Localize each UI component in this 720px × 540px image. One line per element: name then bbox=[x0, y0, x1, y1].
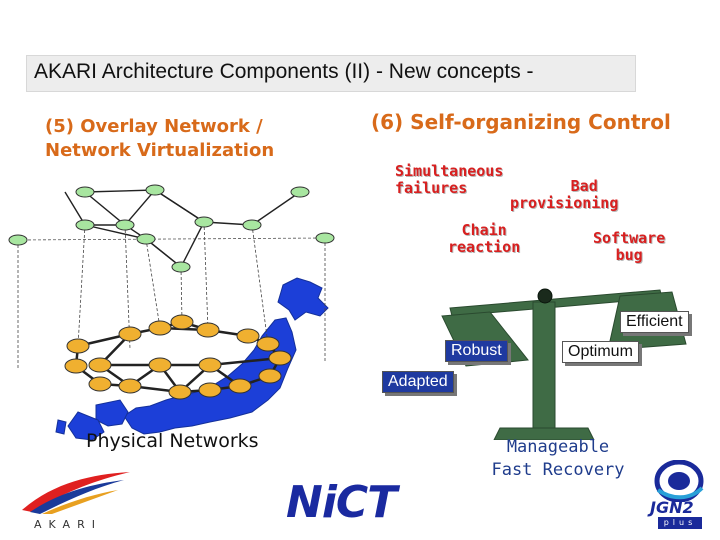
overlay-heading-line-2: Network Virtualization bbox=[45, 140, 275, 161]
pivot-knob bbox=[537, 288, 553, 304]
physical-node bbox=[118, 326, 142, 342]
adapted-label: Adapted bbox=[382, 371, 454, 393]
overlay-node bbox=[290, 186, 310, 198]
japan-map bbox=[55, 277, 329, 440]
physical-node bbox=[236, 328, 260, 344]
overlay-node bbox=[194, 216, 214, 228]
physical-node bbox=[228, 378, 252, 394]
physical-node bbox=[66, 338, 90, 354]
physical-node bbox=[198, 382, 222, 398]
overlay-plane bbox=[17, 237, 326, 241]
overlay-node bbox=[242, 219, 262, 231]
physical-node bbox=[64, 358, 88, 374]
balance-scale bbox=[441, 288, 687, 440]
burst-chain-reaction: Chain reaction bbox=[448, 221, 521, 256]
self-organizing-heading: (6) Self-organizing Control bbox=[371, 110, 671, 134]
physical-node bbox=[198, 357, 222, 373]
optimum-label: Optimum bbox=[562, 341, 639, 363]
physical-networks-label: Physical Networks bbox=[86, 430, 259, 452]
nict-logo: NiCT bbox=[286, 477, 397, 528]
physical-node bbox=[88, 357, 112, 373]
physical-node bbox=[268, 350, 292, 366]
overlay-node bbox=[75, 219, 95, 231]
overlay-node bbox=[171, 261, 191, 273]
scale-pillar bbox=[532, 301, 556, 431]
overlay-node bbox=[315, 232, 335, 244]
physical-node bbox=[88, 376, 112, 392]
globe-icon bbox=[654, 460, 704, 502]
akari-swoosh-icon bbox=[22, 472, 130, 514]
physical-node bbox=[258, 368, 282, 384]
title-box bbox=[26, 55, 636, 92]
physical-nodes bbox=[64, 314, 292, 400]
robust-label: Robust bbox=[445, 340, 508, 362]
outcomes-text: Manageable Fast Recovery bbox=[478, 436, 638, 482]
physical-node bbox=[148, 320, 172, 336]
overlay-nodes bbox=[8, 184, 335, 273]
burst-bad-provisioning: Bad provisioning bbox=[510, 177, 619, 212]
overlay-network-diagram bbox=[8, 184, 335, 440]
overlay-node bbox=[75, 186, 95, 198]
physical-node bbox=[118, 378, 142, 394]
fast-recovery-label: Fast Recovery bbox=[491, 460, 625, 480]
burst-simultaneous-failures: Simultaneous failures bbox=[395, 162, 504, 197]
overlay-node bbox=[136, 233, 156, 245]
physical-node bbox=[170, 314, 194, 330]
slide-title: AKARI Architecture Components (II) - New… bbox=[34, 60, 534, 83]
virtual-links bbox=[17, 221, 326, 370]
overlay-node bbox=[8, 234, 28, 246]
akari-logo: AKARI bbox=[14, 470, 134, 535]
manageable-label: Manageable bbox=[506, 437, 610, 457]
scale-base bbox=[493, 427, 595, 440]
overlay-node bbox=[145, 184, 165, 196]
physical-node bbox=[148, 357, 172, 373]
burst-software-bug: Software bug bbox=[593, 229, 666, 264]
efficient-label: Efficient bbox=[620, 311, 689, 333]
physical-node bbox=[256, 336, 280, 352]
overlay-heading-line-1: (5) Overlay Network / bbox=[45, 116, 263, 137]
physical-node bbox=[168, 384, 192, 400]
jgn2-logo: JGN2 plus bbox=[648, 460, 710, 532]
physical-node bbox=[196, 322, 220, 338]
overlay-node bbox=[115, 219, 135, 231]
overlay-network-heading: (5) Overlay Network / Network Virtualiza… bbox=[45, 115, 274, 163]
overlay-links bbox=[64, 189, 301, 269]
